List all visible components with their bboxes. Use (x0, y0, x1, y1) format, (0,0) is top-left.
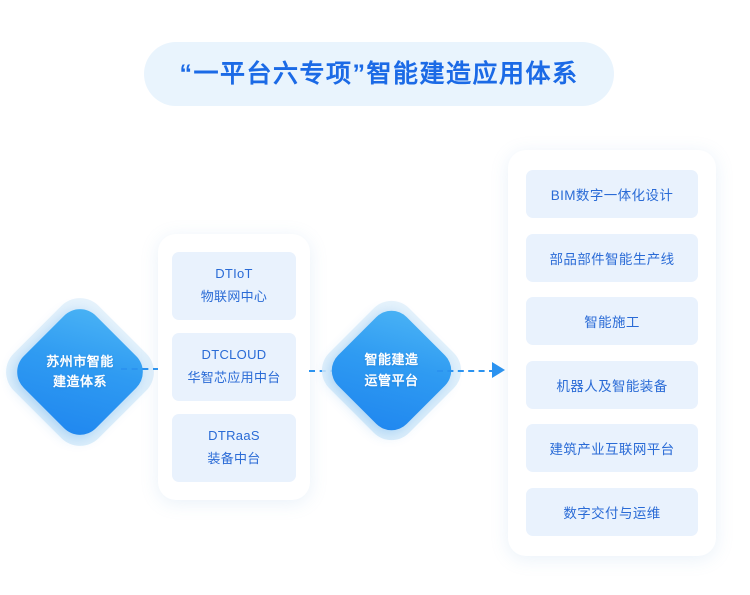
node-center-label: 智能建造 运管平台 (335, 314, 448, 427)
middle-item-dtcloud-subtitle: 华智芯应用中台 (187, 370, 281, 385)
node-left-suzhou-system[interactable]: 苏州市智能 建造体系 (0, 287, 165, 457)
right-item-digital-delivery[interactable]: 数字交付与运维 (526, 487, 698, 536)
right-applications-panel: BIM数字一体化设计 部品部件智能生产线 智能施工 机器人及智能装备 建筑产业互… (508, 150, 716, 556)
right-item-smart-construction[interactable]: 智能施工 (526, 297, 698, 346)
middle-item-dtiot[interactable]: DTIoT 物联网中心 (172, 252, 296, 320)
middle-item-dtiot-subtitle: 物联网中心 (200, 289, 268, 304)
node-left-label: 苏州市智能 建造体系 (20, 312, 140, 432)
right-item-smart-construction-label: 智能施工 (584, 315, 640, 331)
right-item-component-production[interactable]: 部品部件智能生产线 (526, 233, 698, 282)
connector-left-to-middle (121, 368, 159, 370)
middle-item-dtcloud-title: DTCLOUD (201, 347, 267, 363)
right-item-industrial-internet-label: 建筑产业互联网平台 (549, 442, 675, 458)
right-item-industrial-internet[interactable]: 建筑产业互联网平台 (526, 424, 698, 473)
diagram-title-pill: “一平台六专项”智能建造应用体系 (144, 42, 614, 106)
right-item-component-production-label: 部品部件智能生产线 (549, 251, 675, 267)
right-item-bim-design[interactable]: BIM数字一体化设计 (526, 170, 698, 218)
middle-item-dtraas[interactable]: DTRaaS 装备中台 (172, 414, 296, 482)
node-center-label-line1: 智能建造 (364, 352, 419, 368)
middle-platform-panel: DTIoT 物联网中心 DTCLOUD 华智芯应用中台 DTRaaS 装备中台 (158, 234, 310, 500)
right-item-digital-delivery-label: 数字交付与运维 (563, 505, 661, 521)
arrow-right-icon (492, 362, 505, 378)
right-item-bim-design-label: BIM数字一体化设计 (550, 188, 674, 203)
node-left-label-line2: 建造体系 (52, 374, 107, 389)
middle-item-dtraas-subtitle: 装备中台 (207, 451, 261, 466)
middle-item-dtiot-title: DTIoT (215, 266, 253, 282)
node-center-operations-platform[interactable]: 智能建造 运管平台 (311, 290, 472, 451)
page-title: “一平台六专项”智能建造应用体系 (179, 59, 579, 88)
right-item-robotics-equipment[interactable]: 机器人及智能装备 (526, 360, 698, 409)
connector-center-to-right (437, 370, 495, 372)
middle-item-dtcloud[interactable]: DTCLOUD 华智芯应用中台 (172, 333, 296, 401)
node-left-label-line1: 苏州市智能 (46, 353, 114, 369)
node-center-label-line2: 运管平台 (364, 372, 419, 388)
middle-item-dtraas-title: DTRaaS (208, 428, 260, 444)
right-item-robotics-equipment-label: 机器人及智能装备 (556, 378, 668, 394)
